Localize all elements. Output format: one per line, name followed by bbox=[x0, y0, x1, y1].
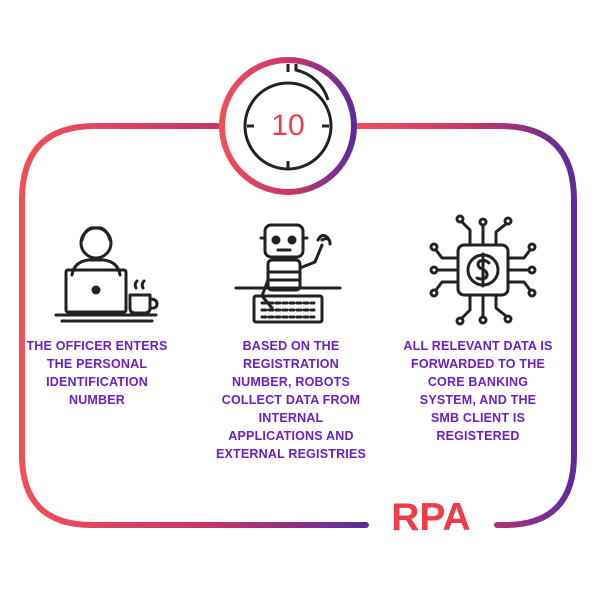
step-3-text: ALL RELEVANT DATA IS FORWARDED TO THE CO… bbox=[403, 339, 553, 443]
timer-value: 10 bbox=[271, 109, 305, 142]
dollar-chip-icon bbox=[429, 214, 537, 326]
frame-right-top bbox=[353, 123, 577, 528]
officer-laptop-icon bbox=[54, 226, 159, 323]
timer-icon bbox=[219, 57, 357, 195]
robot-keyboard-icon bbox=[234, 223, 342, 324]
step-1-text: THE OFFICER ENTERS THE PERSONAL IDENTIFI… bbox=[26, 339, 168, 407]
step-2-text: BASED ON THE REGISTRATION NUMBER, ROBOTS… bbox=[215, 339, 367, 461]
frame-left-top bbox=[19, 123, 369, 528]
rpa-logo: RPA bbox=[391, 496, 471, 539]
